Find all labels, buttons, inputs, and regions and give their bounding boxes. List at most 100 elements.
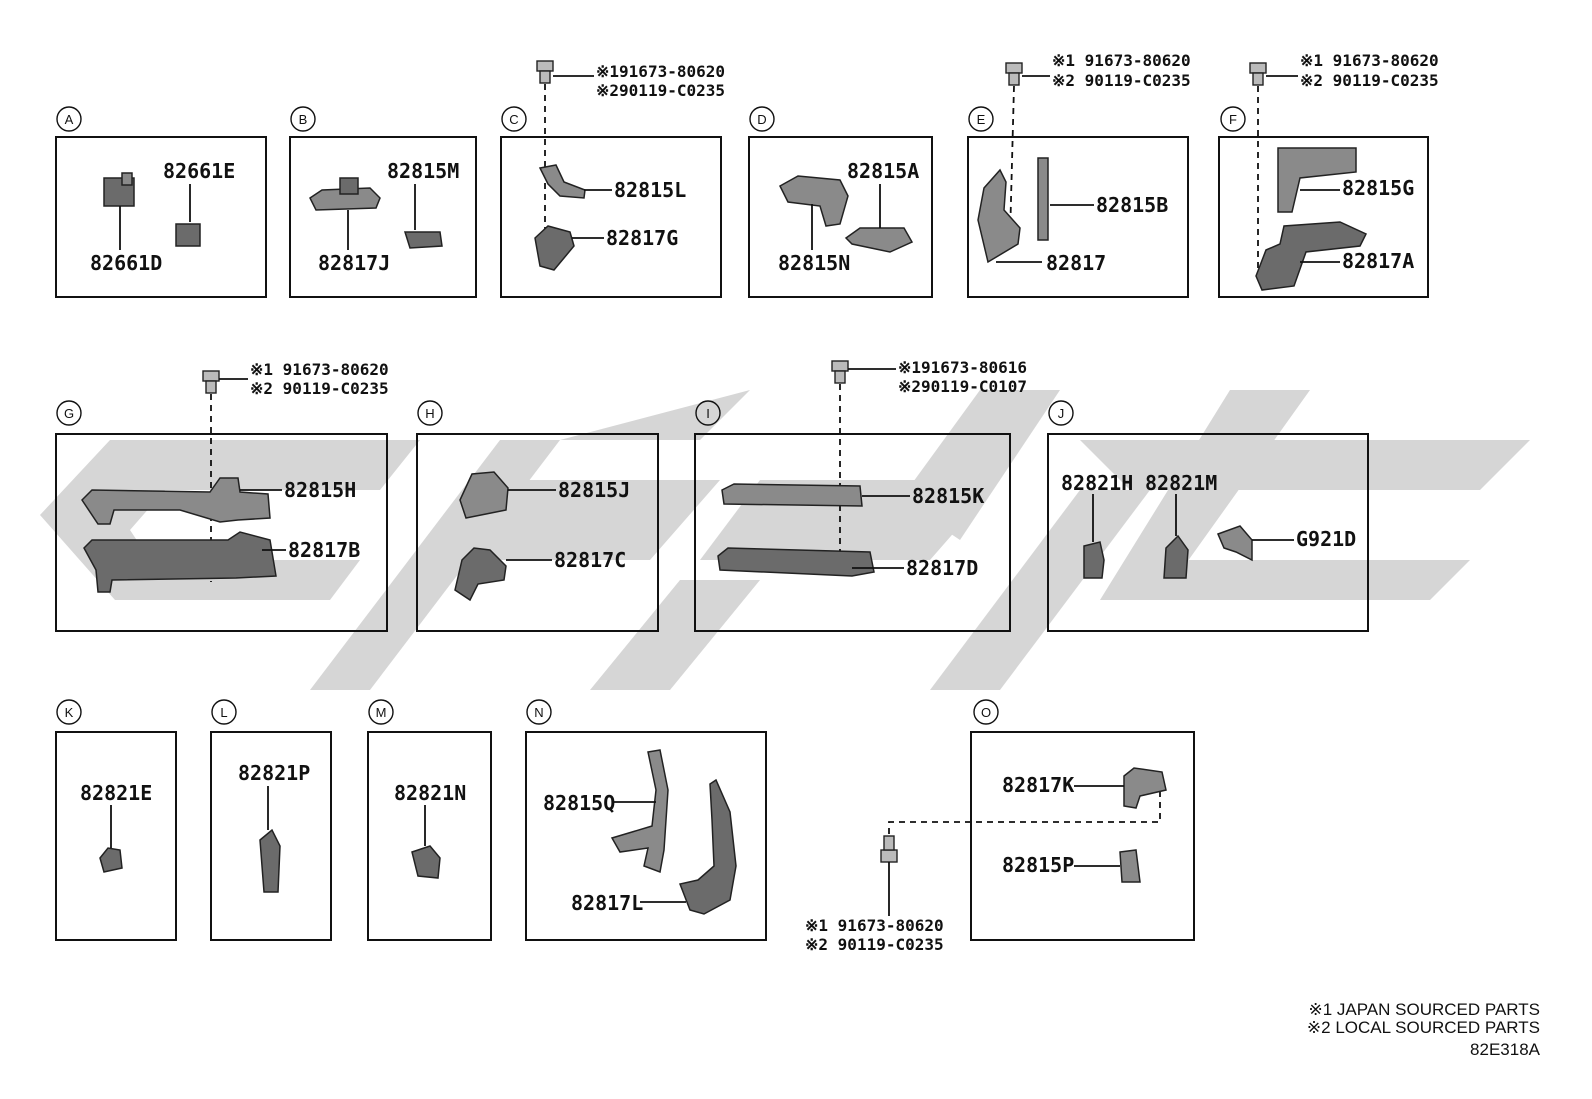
- bolt-note-o-2: ※2 90119-C0235: [805, 935, 944, 954]
- svg-text:D: D: [757, 112, 766, 127]
- part-label-82817b: 82817B: [288, 538, 360, 562]
- section-n: 82815Q 82817L: [543, 749, 737, 915]
- section-letter-e: E: [968, 106, 994, 132]
- watermark: [40, 390, 1530, 690]
- part-label-82815l: 82815L: [614, 178, 686, 202]
- svg-text:O: O: [981, 705, 991, 720]
- part-82817j-shape: [309, 187, 381, 211]
- part-82815j-shape: [459, 471, 509, 519]
- part-label-82815p: 82815P: [1002, 853, 1074, 877]
- part-82817b-shape: [83, 531, 277, 593]
- bolt-note-e-2: ※2 90119-C0235: [1052, 71, 1191, 90]
- part-82817-shape: [977, 168, 1021, 264]
- section-d: 82815A 82815N: [778, 159, 919, 275]
- section-a: 82661E 82661D: [90, 159, 235, 275]
- box-g: [55, 433, 388, 632]
- box-n: [525, 731, 767, 941]
- section-boxes: [55, 136, 1429, 941]
- diagram-code: 82E318A: [1470, 1040, 1541, 1059]
- part-label-82817l: 82817L: [571, 891, 643, 915]
- part-82815p-shape: [1119, 849, 1141, 883]
- part-82817k-shape: [1123, 767, 1167, 809]
- legend-local: ※2 LOCAL SOURCED PARTS: [1307, 1018, 1540, 1037]
- box-o: [970, 731, 1195, 941]
- part-82821h-shape: [1083, 541, 1105, 579]
- section-letter-c: C: [501, 106, 527, 132]
- svg-text:G: G: [64, 406, 74, 421]
- bolt-note-g-1: ※1 91673-80620: [250, 360, 389, 379]
- part-82815k-shape: [721, 483, 863, 507]
- part-label-82815h: 82815H: [284, 478, 356, 502]
- bolt-note-o-1: ※1 91673-80620: [805, 916, 944, 935]
- section-i: ※191673-80616 ※290119-C0107 82815K 82817…: [717, 358, 1027, 580]
- part-label-82821h: 82821H: [1061, 471, 1133, 495]
- section-letter-d: D: [749, 106, 775, 132]
- part-82815m-shape: [403, 231, 443, 249]
- svg-text:E: E: [977, 112, 986, 127]
- section-h: 82815J 82817C: [454, 471, 630, 602]
- bolt-icon: [831, 360, 849, 384]
- part-82817a-shape: [1255, 221, 1368, 291]
- part-82817c-shape: [454, 547, 507, 602]
- part-label-82815b: 82815B: [1096, 193, 1168, 217]
- part-label-82817c: 82817C: [554, 548, 626, 572]
- svg-text:L: L: [220, 705, 227, 720]
- section-letter-i: I: [695, 400, 721, 426]
- section-c: ※191673-80620 ※290119-C0235 82815L 82817…: [534, 60, 725, 271]
- part-label-g921d: G921D: [1296, 527, 1356, 551]
- section-j: 82821H 82821M G921D: [1061, 471, 1356, 579]
- box-b: [289, 136, 477, 298]
- section-letter-b: B: [290, 106, 316, 132]
- section-letter-a: A: [56, 106, 82, 132]
- section-letter-l: L: [211, 699, 237, 725]
- bolt-icon: [1249, 62, 1267, 86]
- part-label-82815k: 82815K: [912, 484, 984, 508]
- svg-text:B: B: [299, 112, 308, 127]
- part-82821e-shape: [99, 847, 123, 873]
- section-letter-m: M: [368, 699, 394, 725]
- svg-text:N: N: [534, 705, 543, 720]
- box-i: [694, 433, 1011, 632]
- part-label-82821p: 82821P: [238, 761, 310, 785]
- bolt-icon: [536, 60, 554, 84]
- part-label-82661e: 82661E: [163, 159, 235, 183]
- part-label-82815a: 82815A: [847, 159, 919, 183]
- bolt-note-g-2: ※2 90119-C0235: [250, 379, 389, 398]
- part-82661e-shape: [175, 223, 201, 247]
- svg-text:C: C: [509, 112, 518, 127]
- part-label-82661d: 82661D: [90, 251, 162, 275]
- part-label-82817k: 82817K: [1002, 773, 1074, 797]
- part-label-82815j: 82815J: [558, 478, 630, 502]
- section-letter-f: F: [1220, 106, 1246, 132]
- part-label-82821m: 82821M: [1145, 471, 1217, 495]
- bolt-note-f-2: ※2 90119-C0235: [1300, 71, 1439, 90]
- part-label-82817d: 82817D: [906, 556, 978, 580]
- part-label-82817a: 82817A: [1342, 249, 1414, 273]
- part-82821p-shape: [259, 828, 281, 893]
- section-e: ※1 91673-80620 ※2 90119-C0235 82815B 828…: [977, 51, 1191, 275]
- part-label-82821n: 82821N: [394, 781, 466, 805]
- section-letter-n: N: [526, 699, 552, 725]
- legend-japan: ※1 JAPAN SOURCED PARTS: [1308, 1000, 1540, 1019]
- part-label-82815g: 82815G: [1342, 176, 1414, 200]
- part-82817d-shape: [717, 547, 875, 577]
- bolt-note-c-2: ※290119-C0235: [596, 81, 725, 100]
- svg-text:F: F: [1229, 112, 1237, 127]
- part-82815g-shape: [1277, 147, 1357, 213]
- box-c: [500, 136, 722, 298]
- svg-text:J: J: [1058, 406, 1065, 421]
- svg-text:I: I: [706, 406, 710, 421]
- box-l: [210, 731, 332, 941]
- legend: ※1 JAPAN SOURCED PARTS ※2 LOCAL SOURCED …: [1307, 1000, 1541, 1059]
- section-k: 82821E: [80, 781, 152, 873]
- section-f: ※1 91673-80620 ※2 90119-C0235 82815G 828…: [1249, 51, 1439, 291]
- section-letter-h: H: [417, 400, 443, 426]
- part-label-82817: 82817: [1046, 251, 1106, 275]
- box-d: [748, 136, 933, 298]
- bolt-note-i-1: ※191673-80616: [898, 358, 1027, 377]
- part-82815b-shape: [1037, 157, 1049, 241]
- section-l: 82821P: [238, 761, 310, 893]
- svg-text:M: M: [376, 705, 387, 720]
- bolt-note-c-1: ※191673-80620: [596, 62, 725, 81]
